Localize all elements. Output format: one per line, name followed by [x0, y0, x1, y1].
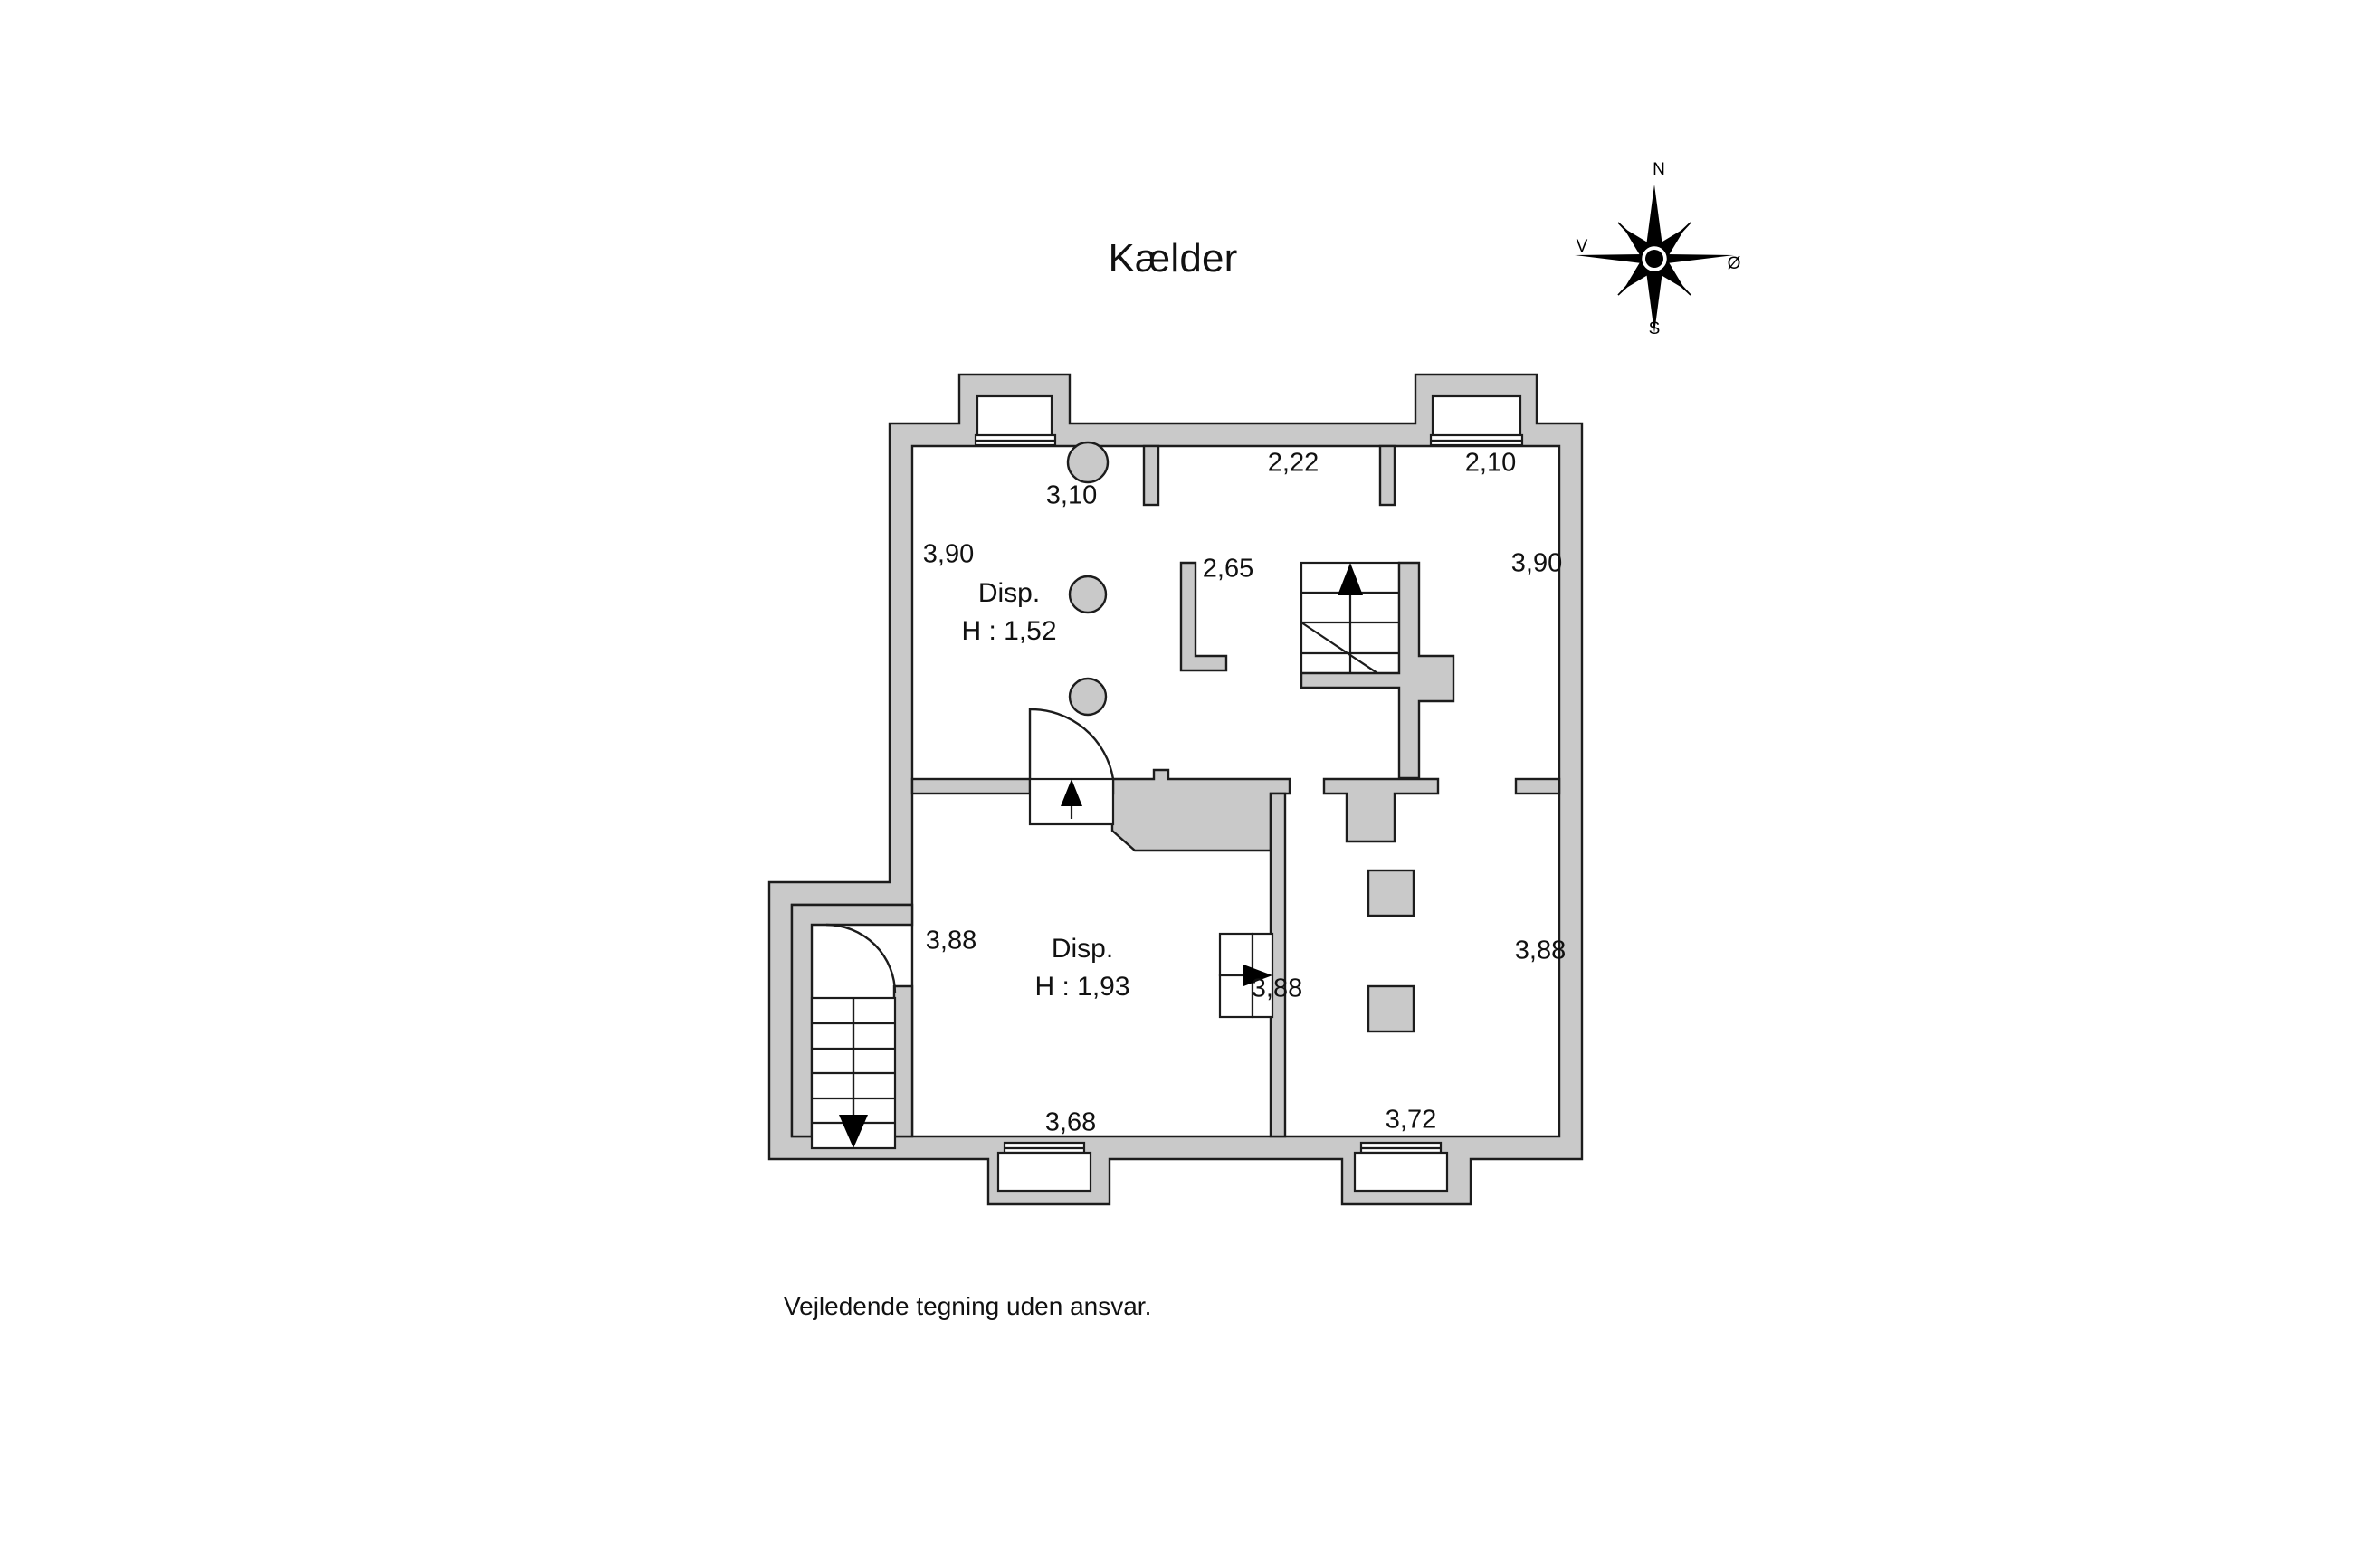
- dimension-label-3-72: 3,72: [1385, 1105, 1437, 1135]
- door-center-lower: [1218, 932, 1274, 1019]
- dimension-label-3-68: 3,68: [1044, 1107, 1097, 1137]
- column-circle-bottom: [1068, 677, 1108, 717]
- dimension-label-right-3-90: 3,90: [1510, 548, 1563, 578]
- dimension-label-2-10: 2,10: [1464, 448, 1517, 478]
- window-bottom-right: [1353, 1141, 1449, 1193]
- column-circle-top: [1066, 441, 1110, 484]
- window-top-left: [974, 394, 1057, 447]
- compass-rose-graphic: [1575, 185, 1734, 333]
- door-center-upper: [1028, 708, 1115, 826]
- column-circle-middle: [1068, 575, 1108, 614]
- center-vertical-wall: [1269, 792, 1287, 1138]
- middle-wall-band: [910, 768, 1561, 852]
- compass-label-north: N: [1653, 160, 1665, 179]
- annex-inner-wall: [790, 903, 914, 1138]
- compass-label-west: V: [1576, 237, 1588, 256]
- partition-vertical-265: [1179, 561, 1228, 672]
- staircase-down-left-annex: [790, 903, 914, 1150]
- disclaimer-text: Vejledende tegning uden ansvar.: [784, 1292, 1152, 1320]
- dimension-label-left-3-90: 3,90: [922, 539, 975, 569]
- staircase-up-upper-right: [1300, 561, 1401, 689]
- pillar-lower: [1367, 984, 1415, 1033]
- dimension-label-3-10: 3,10: [1045, 480, 1098, 510]
- annex-door-jamb: [892, 984, 914, 1138]
- dimension-label-2-22: 2,22: [1267, 448, 1319, 478]
- compass-label-east: Ø: [1727, 254, 1741, 273]
- dimension-label-2-65: 2,65: [1202, 554, 1254, 584]
- pillar-upper: [1367, 869, 1415, 917]
- room-height-upper-left: H : 1,52: [961, 616, 1057, 646]
- dimension-label-center-3-88: 3,88: [1251, 974, 1303, 1003]
- dimension-label-right-3-88: 3,88: [1514, 936, 1567, 965]
- partition-stub-top-left: [1142, 444, 1160, 507]
- room-label-lower-left: Disp.: [1051, 934, 1114, 964]
- page-title: Kælder: [1108, 236, 1238, 280]
- room-label-upper-left: Disp.: [977, 578, 1041, 608]
- room-height-lower-left: H : 1,93: [1034, 972, 1130, 1002]
- dimension-label-left-3-88: 3,88: [925, 926, 977, 955]
- compass-label-south: S: [1648, 319, 1661, 338]
- window-top-right: [1429, 394, 1524, 447]
- partition-stub-top-right: [1378, 444, 1396, 507]
- window-bottom-left: [996, 1141, 1092, 1193]
